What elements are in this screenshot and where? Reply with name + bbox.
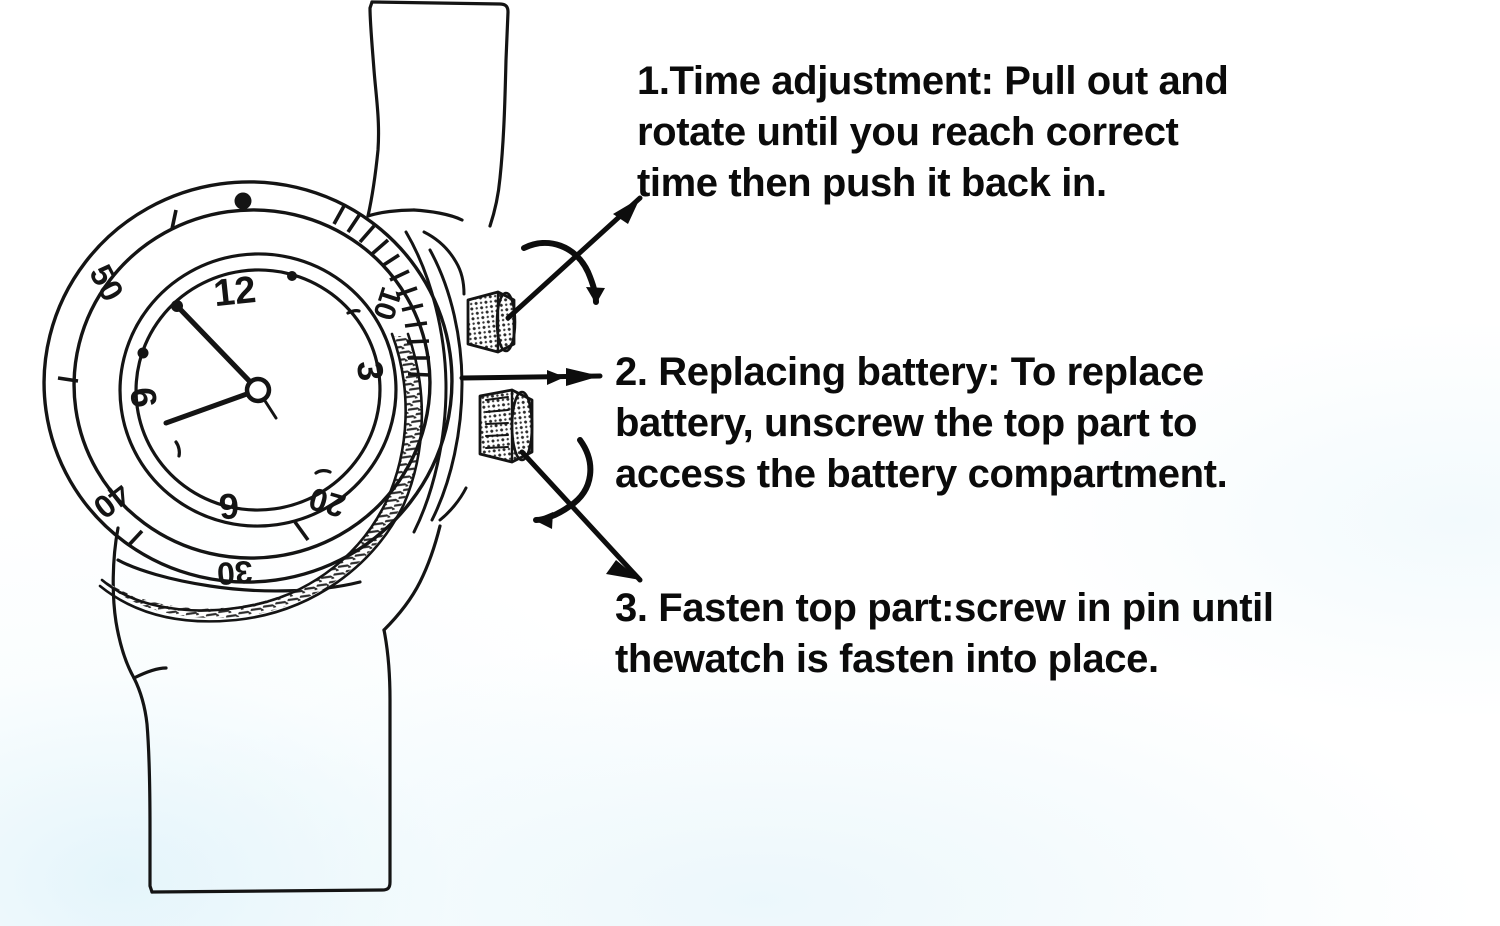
dial-numeral-12: 12 — [212, 269, 258, 315]
upper-strap — [366, 0, 510, 228]
hands-hub — [244, 376, 272, 404]
bezel-numeral-40: 40 — [87, 476, 137, 526]
knurled-case-band-outline — [98, 332, 424, 623]
dial — [118, 252, 398, 528]
bezel-numeral-30: 30 — [216, 554, 254, 592]
callout-3-fasten — [519, 437, 643, 583]
callout-2-battery — [459, 368, 603, 386]
dial-numeral-9: 9 — [122, 385, 165, 409]
bezel-minute-ticks — [332, 205, 431, 377]
instruction-step-1: 1.Time adjustment: Pull out and rotate u… — [637, 59, 1229, 206]
watch-case-side — [404, 230, 464, 534]
instruction-step-3: 3. Fasten top part:screw in pin until th… — [615, 586, 1274, 682]
hour-hand — [176, 305, 261, 393]
dial-numeral-6: 6 — [217, 485, 240, 527]
case-lugs — [422, 230, 468, 522]
bezel-major-ticks — [57, 209, 310, 548]
watch-diagram: 10 20 30 40 50 — [42, 0, 643, 894]
watch-hands — [163, 300, 278, 426]
minute-hand — [163, 387, 261, 426]
crown-lower — [478, 388, 534, 464]
bezel-pip-dot — [234, 192, 252, 210]
instructions-panel: 1.Time adjustment: Pull out and rotate u… — [605, 0, 1485, 926]
callout-1-pull-rotate — [505, 195, 643, 321]
dial-numerals: 12 3 6 9 — [122, 269, 392, 528]
instruction-step-2: 2. Replacing battery: To replace battery… — [615, 350, 1228, 497]
dial-markers — [137, 271, 361, 475]
crown-upper — [466, 290, 517, 354]
dial-numeral-3: 3 — [349, 359, 392, 383]
